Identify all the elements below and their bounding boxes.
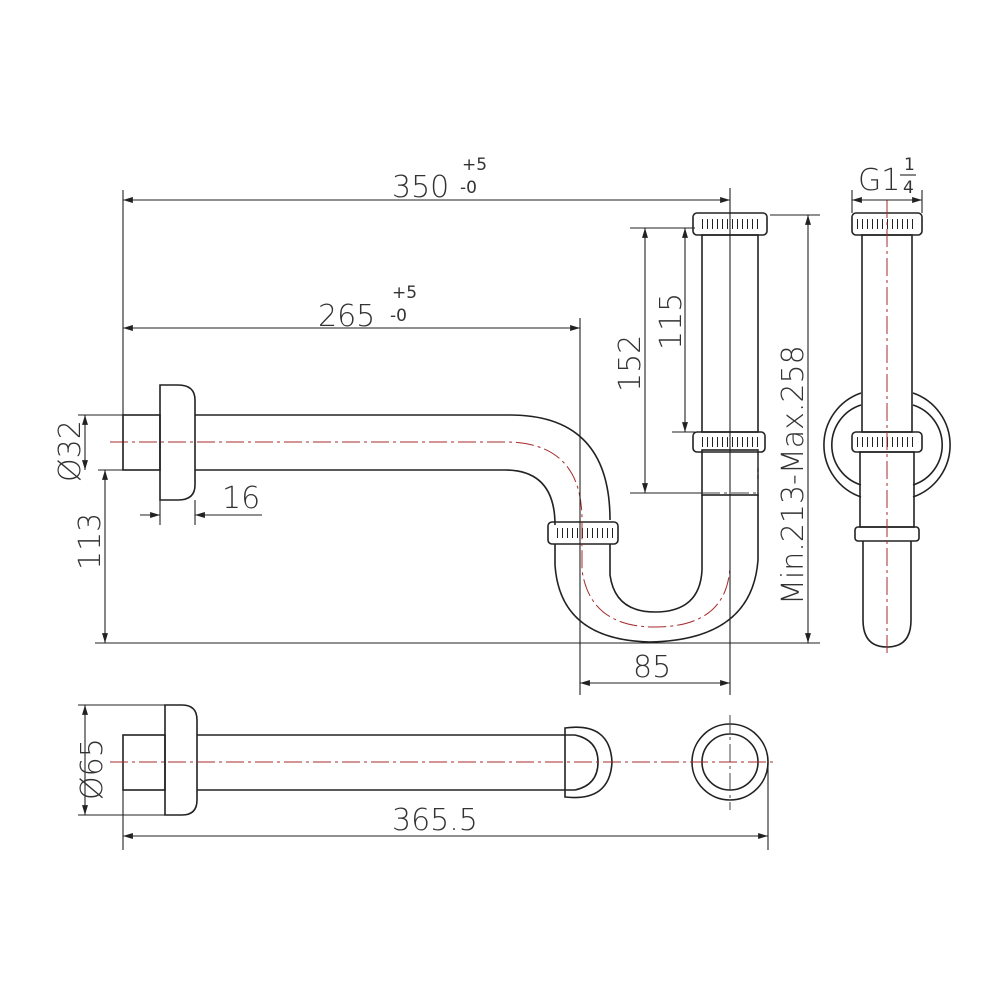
dim-height-range: Min.213-Max.258 (776, 345, 811, 605)
front-view (110, 200, 768, 643)
u-bend-outer (554, 495, 759, 643)
tol-plus-265: +5 (392, 283, 417, 303)
dim-152: 152 (613, 335, 648, 392)
dim-85: 85 (633, 650, 671, 685)
tol-minus-350: -0 (460, 178, 477, 198)
dim-113: 113 (73, 513, 108, 570)
plan-view (110, 704, 775, 816)
trap-nut-left (547, 521, 619, 545)
dim-365-5: 365.5 (392, 803, 478, 838)
dim-265: 265 (318, 299, 375, 334)
thread-denominator: 4 (903, 178, 914, 198)
dim-16: 16 (222, 481, 260, 516)
pipe-top-edge (195, 414, 611, 521)
pipe-bottom-edge (195, 469, 556, 526)
u-bend-inner (609, 495, 703, 613)
dim-pipe-diameter: Ø32 (53, 420, 88, 482)
dim-flange-diameter: Ø65 (75, 738, 110, 800)
plan-dimensions: Ø65 365.5 (75, 704, 769, 850)
tol-plus-350: +5 (462, 155, 487, 175)
dim-115: 115 (654, 293, 689, 350)
front-dimensions: 350 +5 -0 265 +5 -0 152 115 Min.213-Max.… (53, 155, 820, 695)
dim-350: 350 (392, 170, 449, 205)
dim-thread: G1 (858, 163, 900, 198)
side-view: G1 1 4 (823, 155, 951, 655)
wall-flange (159, 384, 196, 501)
thread-numerator: 1 (904, 155, 915, 175)
centerline (110, 200, 731, 628)
tol-minus-265: -0 (390, 306, 407, 326)
